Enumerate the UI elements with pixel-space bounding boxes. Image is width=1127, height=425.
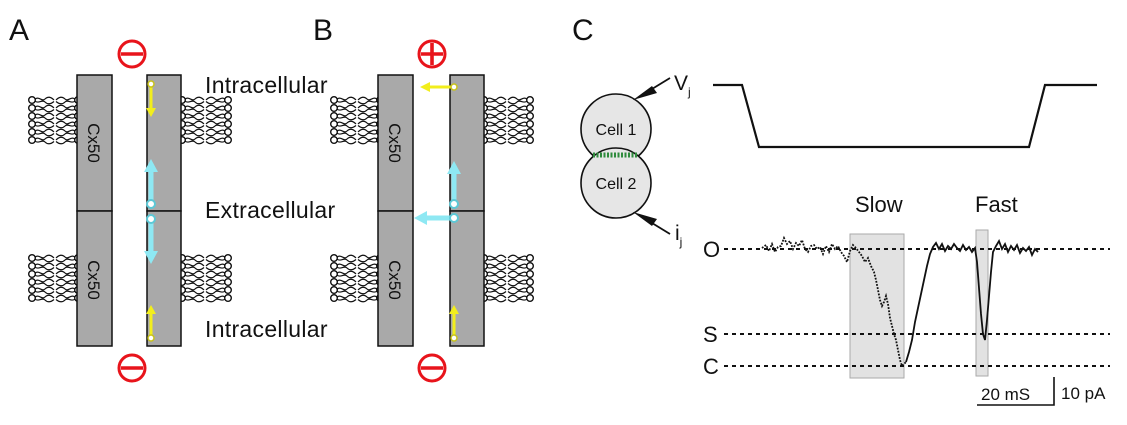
state-subconductance-label: S <box>703 322 718 347</box>
scale-time-label: 20 mS <box>981 385 1030 404</box>
current-trace-slow <box>761 235 907 368</box>
cx50-b-left-top <box>377 74 414 212</box>
label-intracellular-top: Intracellular <box>205 72 328 98</box>
cyan-arrow-a-down <box>144 214 158 264</box>
membrane-left-bottom <box>29 255 82 302</box>
cx50-left-bottom <box>76 210 113 347</box>
cx50-label-b-top: Cx50 <box>385 123 404 163</box>
scale-bar <box>977 377 1055 406</box>
membrane-right-top <box>179 97 232 144</box>
electrode-vj-icon <box>633 77 671 100</box>
cx50-left-top <box>76 74 113 212</box>
cx50-b-right-bottom <box>449 210 485 347</box>
slow-transition-highlight <box>849 233 905 379</box>
cx50-b-left-bottom <box>377 210 414 347</box>
panel-a-bottom-minus-icon <box>117 353 147 383</box>
ij-label: ij <box>675 222 682 249</box>
fast-transition-highlight <box>975 229 989 377</box>
scale-current-label: 10 pA <box>1061 384 1106 403</box>
panel-c-letter: C <box>572 14 594 47</box>
cell-2 <box>580 147 652 219</box>
label-extracellular: Extracellular <box>205 197 335 223</box>
panel-b-bottom-minus-icon <box>417 353 447 383</box>
cyan-arrow-a-up <box>144 159 158 209</box>
panel-b: B Cx50 Cx50 <box>313 14 534 383</box>
current-trace-fast <box>905 238 1039 363</box>
cyan-arrow-b-left <box>414 211 459 225</box>
state-closed-label: C <box>703 354 719 379</box>
yellow-arrow-a-top <box>146 80 156 117</box>
cell-2-label: Cell 2 <box>596 176 637 193</box>
cx50-label-a-bottom: Cx50 <box>84 260 103 300</box>
membrane-right-bottom <box>179 255 232 302</box>
cx50-label-b-bottom: Cx50 <box>385 260 404 300</box>
membrane-b-right-top <box>481 97 534 144</box>
panel-a: A Cx50 Cx50 <box>9 14 232 383</box>
panel-b-letter: B <box>313 14 333 47</box>
cell-1-label: Cell 1 <box>596 122 637 139</box>
yellow-arrow-b-bottom <box>449 305 459 342</box>
panel-b-top-plus-icon <box>417 39 447 69</box>
voltage-protocol-trace <box>713 83 1097 149</box>
membrane-b-left-bottom <box>331 255 384 302</box>
cyan-arrow-b-up <box>447 161 461 209</box>
panel-a-top-minus-icon <box>117 39 147 69</box>
electrode-ij-icon <box>633 212 671 235</box>
cx50-label-a-top: Cx50 <box>84 123 103 163</box>
fast-label: Fast <box>975 192 1018 217</box>
yellow-arrow-a-bottom <box>146 305 156 342</box>
panel-c: C Cell 1 Cell 2 Vj ij Slow Fast O S C <box>572 14 1110 406</box>
state-open-label: O <box>703 237 720 262</box>
membrane-left-top <box>29 97 82 144</box>
slow-label: Slow <box>855 192 903 217</box>
membrane-b-left-top <box>331 97 384 144</box>
yellow-arrow-b-top <box>420 82 458 92</box>
panel-a-letter: A <box>9 14 29 47</box>
membrane-b-right-bottom <box>481 255 534 302</box>
label-intracellular-bottom: Intracellular <box>205 316 328 342</box>
vj-label: Vj <box>674 72 691 99</box>
